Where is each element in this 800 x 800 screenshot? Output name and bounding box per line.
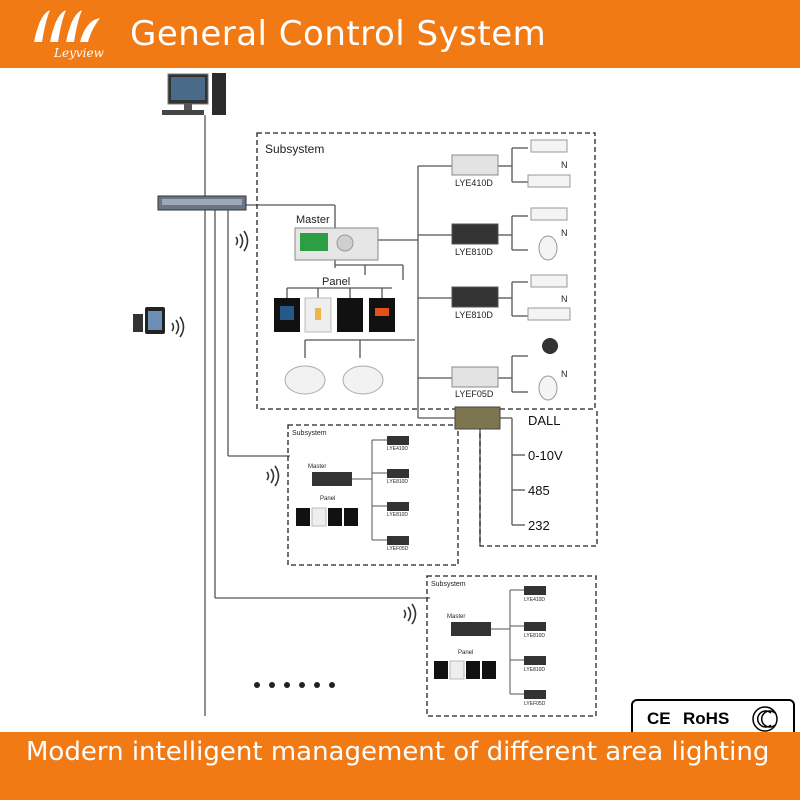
output-485: 485 — [528, 483, 550, 498]
phone-icon — [133, 314, 143, 332]
ce-mark: CE — [647, 709, 671, 728]
subsystem-3-driver: LYE810D — [524, 633, 546, 639]
output-0-10v: 0-10V — [528, 448, 563, 463]
driver-label-1: LYE410D — [455, 178, 493, 188]
n-label: N — [561, 228, 568, 238]
logo-text: Leyview — [54, 46, 104, 60]
panel-label: Panel — [322, 276, 351, 288]
subsystem-3-panel: Panel — [458, 650, 474, 656]
n-label: N — [561, 160, 568, 170]
page-title: General Control System — [130, 14, 547, 54]
footer-bar — [0, 732, 800, 800]
subsystem-3-master: Master — [447, 614, 466, 620]
subsystem-2-driver: LYEF05D — [387, 546, 409, 552]
output-dall: DALL — [528, 413, 561, 428]
subsystem-2-master: Master — [308, 464, 327, 470]
subsystem-3-driver: LYE410D — [524, 597, 546, 603]
rohs-mark: RoHS — [683, 709, 730, 728]
driver-modules — [451, 154, 501, 430]
subsystem-2-label: Subsystem — [292, 430, 327, 437]
sensor-icon — [342, 365, 384, 395]
system-diagram — [133, 73, 598, 717]
header-bar — [0, 0, 800, 68]
subsystem-3-driver: LYE810D — [524, 667, 546, 673]
control-panels — [274, 297, 395, 333]
driver-label-2: LYE810D — [455, 247, 493, 257]
subsystem-2-panel: Panel — [320, 496, 336, 502]
master-label: Master — [296, 214, 330, 226]
network-switch-icon — [157, 195, 247, 211]
subsystem-2-driver: LYE810D — [387, 512, 409, 518]
driver-label-4: LYEF05D — [455, 389, 494, 399]
computer-icon — [162, 73, 226, 115]
spotlight-icon — [542, 338, 558, 354]
subsystem-2-driver: LYE410D — [387, 446, 409, 452]
gateway-module — [454, 406, 501, 430]
sensor-icon — [284, 365, 326, 395]
driver-label-3: LYE810D — [455, 310, 493, 320]
n-label: N — [561, 294, 568, 304]
n-label: N — [561, 369, 568, 379]
ccc-mark-icon — [752, 706, 778, 732]
footer-slogan: Modern intelligent management of differe… — [26, 737, 770, 767]
subsystem-2-driver: LYE810D — [387, 479, 409, 485]
subsystem-label: Subsystem — [265, 142, 325, 156]
subsystem-3-label: Subsystem — [431, 581, 466, 588]
ellipsis-dots — [254, 682, 335, 688]
subsystem-3-driver: LYEF05D — [524, 701, 546, 707]
leyview-logo: Leyview — [20, 6, 120, 62]
output-232: 232 — [528, 518, 550, 533]
